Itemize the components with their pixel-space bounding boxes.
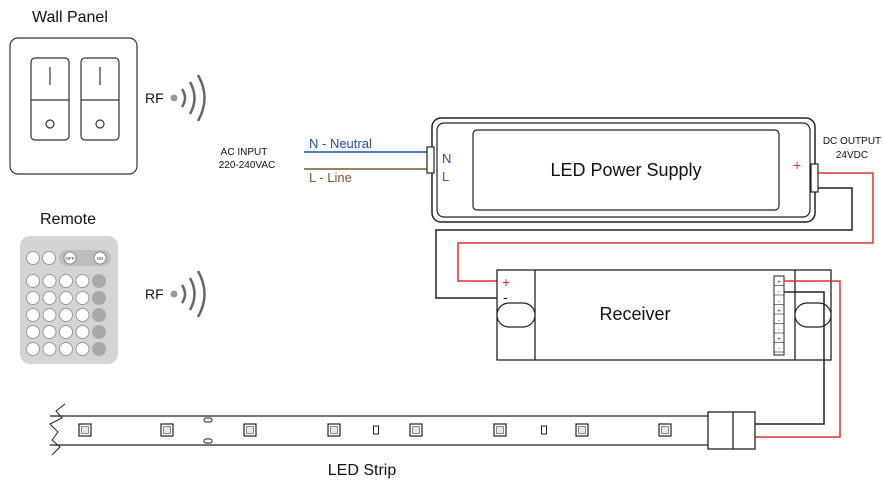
led-strip <box>49 403 756 456</box>
wall-panel-switch-right <box>80 57 120 141</box>
wall-panel <box>9 37 138 175</box>
remote-off-button <box>63 251 77 265</box>
strip-connector <box>707 411 756 450</box>
receiver-minus-label: - <box>503 289 508 305</box>
neutral-wire-label: N - Neutral <box>309 136 372 151</box>
terminal-mark: + <box>777 280 781 286</box>
led-power-supply <box>426 117 819 223</box>
remote-button <box>75 274 90 288</box>
remote-rf-label: RF <box>145 286 164 302</box>
wall-panel-switch-left <box>30 57 70 141</box>
ac-terminal-block <box>426 146 435 174</box>
neutral-terminal-label: N <box>442 151 451 166</box>
rf-signal-icon <box>170 74 206 122</box>
remote-button <box>92 274 106 288</box>
power-supply-plus-label: + <box>793 157 801 173</box>
remote-title: Remote <box>40 211 96 228</box>
resistor <box>373 425 379 435</box>
remote-button <box>42 291 57 305</box>
remote-off-label: OFF <box>66 256 75 261</box>
remote-button <box>92 291 106 305</box>
terminal-mark: - <box>778 299 780 305</box>
remote-button <box>92 308 106 322</box>
receiver-terminal-marks: + - - + - - + - <box>774 280 784 353</box>
power-supply-title: LED Power Supply <box>550 160 701 180</box>
dc-terminal-block <box>810 163 819 193</box>
terminal-mark: + <box>777 337 781 343</box>
terminal-mark: + <box>777 309 781 315</box>
remote-button <box>75 342 90 356</box>
remote-button <box>59 308 73 322</box>
remote-button <box>26 325 40 339</box>
ac-input-label-line2: 220-240VAC <box>219 160 276 171</box>
remote-button <box>42 325 57 339</box>
remote-button <box>92 325 106 339</box>
cut-mark <box>203 438 213 444</box>
remote-button <box>59 291 73 305</box>
wall-panel-rf-label: RF <box>145 90 164 106</box>
resistor <box>541 425 547 435</box>
positive-dc-wire <box>457 172 874 282</box>
rf-signal-icon <box>170 270 206 318</box>
terminal-mark: - <box>778 318 780 324</box>
remote-button <box>26 251 40 265</box>
cut-mark <box>203 417 213 423</box>
terminal-mark: - <box>778 290 780 296</box>
remote-on-label: ON <box>97 256 104 261</box>
remote-button <box>75 291 90 305</box>
wall-panel-title: Wall Panel <box>32 9 108 26</box>
dc-output-label-line1: DC OUTPUT <box>823 136 881 147</box>
line-terminal-label: L <box>442 169 449 184</box>
remote-button <box>75 308 90 322</box>
line-wire-label: L - Line <box>309 170 352 185</box>
remote-button <box>26 308 40 322</box>
remote-button <box>75 325 90 339</box>
remote-button <box>59 342 73 356</box>
terminal-mark: - <box>778 328 780 334</box>
remote-button <box>42 274 57 288</box>
receiver-plus-label: + <box>502 274 510 290</box>
remote-button <box>42 251 56 265</box>
remote-button <box>26 291 40 305</box>
remote-button <box>92 342 106 356</box>
receiver-output-terminal <box>773 275 785 356</box>
remote-on-button <box>93 251 107 265</box>
dc-output-label-line2: 24VDC <box>836 150 868 161</box>
remote-control: OFF ON <box>20 236 118 364</box>
receiver: +--+--+- <box>496 269 832 361</box>
ac-input-label-line1: AC INPUT <box>221 147 268 158</box>
remote-button <box>26 342 40 356</box>
negative-dc-wire <box>435 187 853 299</box>
remote-button <box>59 325 73 339</box>
strip-positive-wire <box>754 280 841 438</box>
receiver-title: Receiver <box>599 304 670 324</box>
remote-button <box>26 274 40 288</box>
remote-button-grid: OFF ON <box>26 250 111 356</box>
led-chips <box>78 417 672 444</box>
strip-negative-wire <box>754 291 825 425</box>
terminal-mark: - <box>778 347 780 353</box>
remote-button <box>42 342 57 356</box>
remote-button <box>42 308 57 322</box>
remote-button <box>59 274 73 288</box>
led-strip-title: LED Strip <box>328 462 397 479</box>
